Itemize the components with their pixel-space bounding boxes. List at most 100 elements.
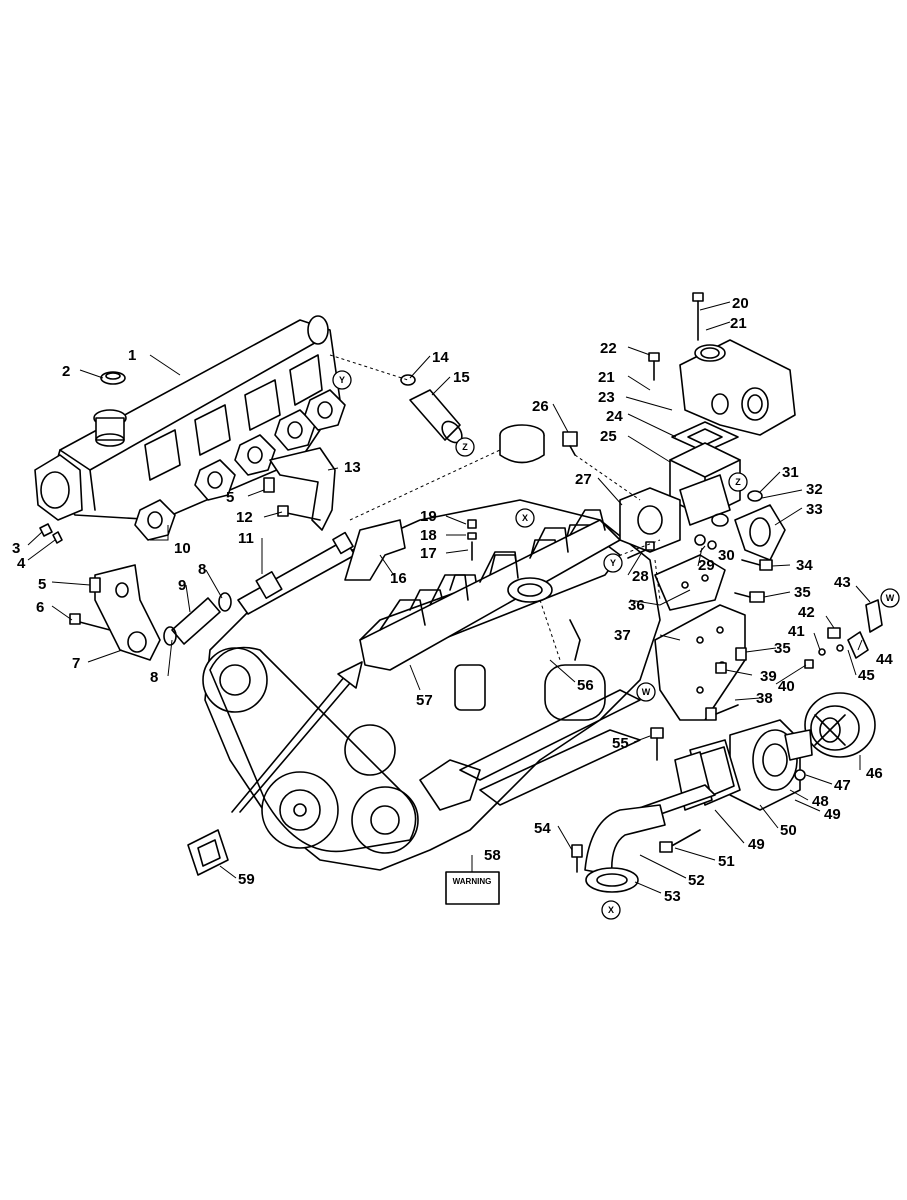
callout-44: 44 [876, 651, 893, 668]
hose-elbow [711, 490, 786, 561]
callout-50: 50 [780, 822, 797, 839]
callout-42: 42 [798, 604, 815, 621]
elbow-gasket [671, 421, 739, 453]
callout-15: 15 [453, 369, 470, 386]
intake-manifold [359, 509, 621, 671]
callout-22: 22 [600, 340, 617, 357]
callout-21b: 21 [598, 369, 615, 386]
callout-14: 14 [432, 349, 449, 366]
callout-34: 34 [796, 557, 813, 574]
callout-8a: 8 [198, 561, 206, 578]
manifold-support-bracket [69, 564, 161, 661]
ref-mark-x-outlet: X [601, 900, 621, 920]
callout-31: 31 [782, 464, 799, 481]
exhaust-manifold [34, 315, 346, 541]
exhaust-gasket-59 [187, 829, 229, 876]
warning-label-text: WARNING [453, 877, 492, 886]
outlet-elbow [584, 804, 666, 893]
callout-48: 48 [812, 793, 829, 810]
callout-12: 12 [236, 509, 253, 526]
exhaust-elbow [679, 339, 796, 436]
callout-19: 19 [420, 508, 437, 525]
callout-43: 43 [834, 574, 851, 591]
callout-7: 7 [72, 655, 80, 672]
damper-pulley [804, 692, 876, 758]
callout-10: 10 [174, 540, 191, 557]
callout-49a: 49 [824, 806, 841, 823]
callout-59: 59 [238, 871, 255, 888]
callout-16: 16 [390, 570, 407, 587]
coolant-pipe [237, 531, 356, 615]
riser-bolts [627, 534, 717, 559]
callout-28: 28 [632, 568, 649, 585]
callout-20: 20 [732, 295, 749, 312]
callout-47: 47 [834, 777, 851, 794]
ref-mark-w-engine: W [636, 682, 656, 702]
small-hardware [804, 599, 883, 669]
long-bolt [648, 292, 704, 381]
callout-5b: 5 [226, 489, 234, 506]
callout-36: 36 [628, 597, 645, 614]
raw-water-pump [729, 719, 813, 811]
callout-54: 54 [534, 820, 551, 837]
bracket-bolt-34 [741, 559, 773, 571]
ref-mark-w-mount: W [880, 588, 900, 608]
pressure-cap [100, 371, 126, 385]
callout-30: 30 [718, 547, 735, 564]
callout-57: 57 [416, 692, 433, 709]
callout-53: 53 [664, 888, 681, 905]
svg-text:Y: Y [339, 375, 345, 385]
callout-5a: 5 [38, 576, 46, 593]
callout-32: 32 [806, 481, 823, 498]
assembly-guides [329, 354, 661, 661]
callout-18: 18 [420, 527, 437, 544]
drain-plugs [39, 523, 63, 544]
callout-6: 6 [36, 599, 44, 616]
callout-13: 13 [344, 459, 361, 476]
manifold-bracket-upper [263, 447, 336, 531]
callout-8b: 8 [150, 669, 158, 686]
studs-and-nuts [467, 519, 477, 561]
callout-29: 29 [698, 557, 715, 574]
bolt-55 [650, 727, 664, 761]
callout-41: 41 [788, 623, 805, 640]
callout-55: 55 [612, 735, 629, 752]
intake-elbow [344, 519, 406, 581]
callout-4: 4 [17, 555, 26, 572]
callout-labels: 1 2 3 4 5 6 7 8 9 8 10 11 12 5 13 16 14 … [12, 295, 893, 905]
svg-text:W: W [886, 593, 895, 603]
callout-23: 23 [598, 389, 615, 406]
callout-33: 33 [806, 501, 823, 518]
ref-mark-y-bracket: Y [603, 553, 623, 573]
mounting-plate [654, 604, 746, 721]
callout-3: 3 [12, 540, 20, 557]
svg-text:X: X [608, 905, 614, 915]
callout-26: 26 [532, 398, 549, 415]
svg-text:Z: Z [735, 477, 741, 487]
callout-24: 24 [606, 408, 623, 425]
exhaust-adaptor [619, 474, 731, 553]
ref-mark-y-manifold: Y [332, 370, 352, 390]
callout-35b: 35 [774, 640, 791, 657]
coolant-hose-short [163, 592, 232, 646]
callout-21a: 21 [730, 315, 747, 332]
callout-1: 1 [128, 347, 136, 364]
ref-mark-x-manifold: X [515, 508, 535, 528]
temperature-sender [562, 431, 578, 456]
leader-lines [27, 301, 871, 894]
callout-40: 40 [778, 678, 795, 695]
svg-text:X: X [522, 513, 528, 523]
svg-text:W: W [642, 687, 651, 697]
svg-text:Y: Y [610, 558, 616, 568]
callout-11: 11 [238, 530, 254, 547]
callout-35a: 35 [794, 584, 811, 601]
callout-58: 58 [484, 847, 501, 864]
ref-mark-z-elbow: Z [728, 472, 748, 492]
callout-2: 2 [62, 363, 70, 380]
callout-46: 46 [866, 765, 883, 782]
callout-45: 45 [858, 667, 875, 684]
plate-bolts [705, 591, 765, 721]
ref-mark-z-hose: Z [455, 437, 475, 457]
callout-25: 25 [600, 428, 617, 445]
